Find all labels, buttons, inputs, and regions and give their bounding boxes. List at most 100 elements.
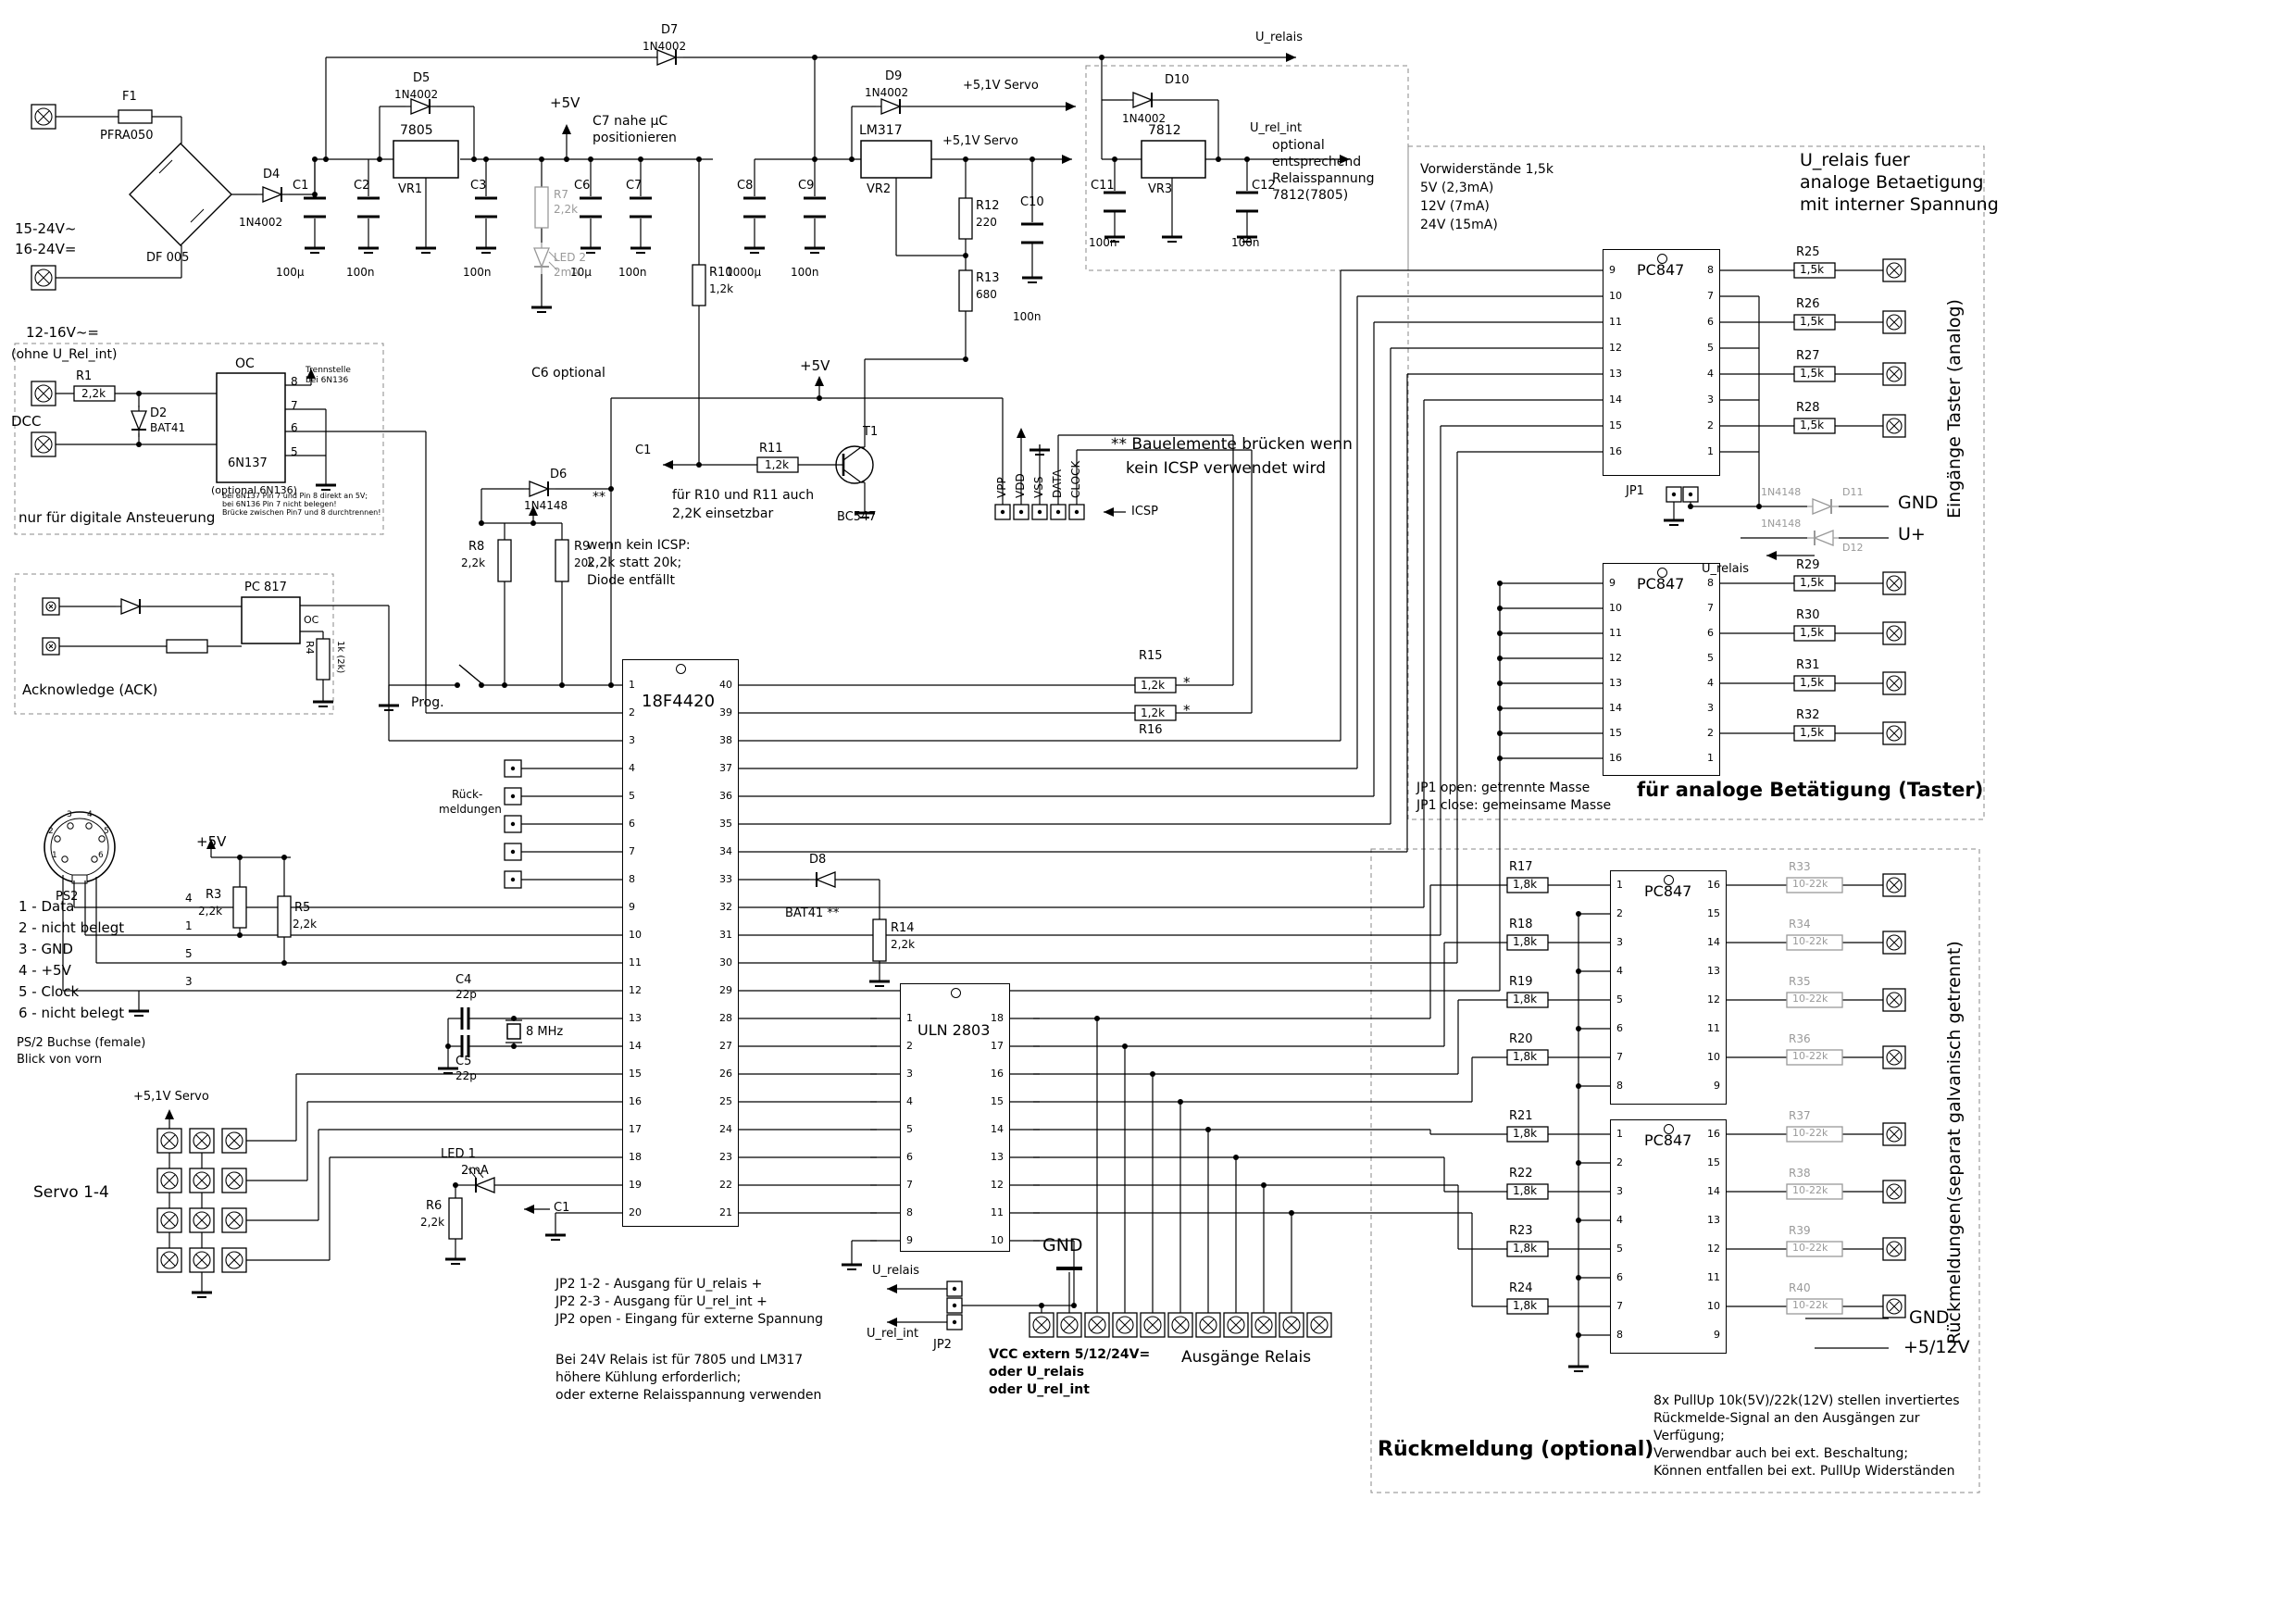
ic-uln2803-pin-3: 3 xyxy=(906,1068,913,1080)
junction-dot xyxy=(696,462,702,468)
ic-pc847-3-pin-6: 6 xyxy=(1616,1022,1623,1034)
ps2-connector-icon xyxy=(44,811,116,884)
arrowhead-icon xyxy=(529,506,538,516)
pin-header-icon xyxy=(1055,509,1061,515)
resistor-symbol xyxy=(1134,677,1177,693)
diode-symbol xyxy=(257,186,289,203)
pin-header-icon xyxy=(1074,509,1079,515)
ic-pc847-1-pin-9: 9 xyxy=(1609,264,1616,276)
junction-dot xyxy=(539,156,544,162)
d2-value: BAT41 xyxy=(150,421,186,434)
r12-value: 220 xyxy=(976,216,997,229)
pin-header-icon xyxy=(510,793,516,799)
screw-terminal-icon xyxy=(228,1214,241,1227)
r9-label: R9 xyxy=(574,540,591,554)
r15-star: * xyxy=(1183,674,1191,691)
ic-pc847-2-pin-12: 12 xyxy=(1609,652,1622,664)
resistor-symbol xyxy=(118,109,153,124)
resistor-symbol xyxy=(497,539,512,582)
c4-label: C4 xyxy=(455,973,472,987)
c12-value: 100n xyxy=(1231,236,1260,249)
r5-label: R5 xyxy=(294,901,311,915)
arrowhead-icon xyxy=(1286,53,1296,62)
junction-dot xyxy=(1497,756,1503,761)
junction-dot xyxy=(588,156,593,162)
screw-terminal-icon xyxy=(228,1174,241,1187)
dashed-group-box xyxy=(14,573,334,715)
rueckmeldung-title: Rückmeldung (optional) xyxy=(1378,1438,1654,1461)
ic-uln2803-pin-11: 11 xyxy=(991,1206,1004,1218)
analog-title: für analoge Betätigung (Taster) xyxy=(1637,779,1984,801)
servo-5v-label: +5,1V Servo xyxy=(133,1090,209,1104)
c8-label: C8 xyxy=(737,179,754,193)
d7-value: 1N4002 xyxy=(643,40,687,53)
c11-value: 100n xyxy=(1089,236,1117,249)
ic-uln2803-pin-1: 1 xyxy=(906,1012,913,1024)
junction-dot xyxy=(1576,968,1581,974)
screw-terminal-icon xyxy=(1889,578,1900,589)
d8-label: D8 xyxy=(809,853,827,867)
bridge-label: DF 005 xyxy=(146,251,190,265)
input-voltage-3: 12-16V~= xyxy=(26,324,99,341)
ic-pc847-2-pin-15: 15 xyxy=(1609,727,1622,739)
screw-terminal-icon xyxy=(1118,1318,1131,1331)
taster-series-r26-label: R26 xyxy=(1796,297,1820,311)
rueck-series-r24-label: R24 xyxy=(1509,1281,1533,1295)
taster-series-r31-value: 1,5k xyxy=(1800,676,1825,689)
plus5v-1: +5V xyxy=(550,94,580,111)
resistor-symbol xyxy=(1786,934,1843,951)
pullup-note-3: Verfügung; xyxy=(1653,1429,1725,1443)
arrowhead-icon xyxy=(887,1318,897,1327)
resistor-symbol xyxy=(1506,1298,1549,1315)
plus5v-2: +5V xyxy=(800,357,830,374)
junction-dot xyxy=(696,156,702,162)
pin-header-icon xyxy=(510,877,516,882)
junction-dot xyxy=(530,520,536,526)
screw-terminal-icon xyxy=(1285,1318,1298,1331)
resistor-symbol xyxy=(692,264,706,306)
ic-18f4420-pin-19: 19 xyxy=(629,1179,642,1191)
pin-header-icon xyxy=(1018,509,1024,515)
ic-pc847-4-pin-16: 16 xyxy=(1707,1128,1720,1140)
junction-dot xyxy=(812,156,817,162)
ic-notch-icon xyxy=(1664,875,1674,885)
ic-uln2803-pin-10: 10 xyxy=(991,1234,1004,1246)
screw-terminal-icon xyxy=(1889,1186,1900,1197)
screw-terminal-icon xyxy=(163,1134,176,1147)
arrowhead-icon xyxy=(562,124,571,134)
ic-pc847-1-pin-6: 6 xyxy=(1707,316,1714,328)
ic-pc847-1-label: PC847 xyxy=(1637,261,1685,279)
rueck-series-r18-label: R18 xyxy=(1509,918,1533,931)
screw-terminal-icon xyxy=(228,1134,241,1147)
ic-18f4420-pin-9: 9 xyxy=(629,901,635,913)
ic-uln2803-pin-8: 8 xyxy=(906,1206,913,1218)
ic-pc847-3-pin-4: 4 xyxy=(1616,965,1623,977)
pullup-r40-value: 10-22k xyxy=(1792,1299,1828,1311)
resistor-symbol xyxy=(1506,1126,1549,1143)
ic-18f4420-pin-33: 33 xyxy=(719,873,732,885)
vorwiderstand-2: 5V (2,3mA) xyxy=(1420,181,1494,195)
led1-value: 2mA xyxy=(461,1164,489,1178)
ic-uln2803-pin-13: 13 xyxy=(991,1151,1004,1163)
plus5v-3: +5V xyxy=(196,833,227,850)
resistor-symbol xyxy=(1793,725,1836,742)
arrowhead-icon xyxy=(306,369,316,379)
junction-dot xyxy=(1178,1099,1183,1105)
relais-note-3: oder externe Relaisspannung verwenden xyxy=(555,1388,822,1403)
pin-header-icon xyxy=(1037,509,1042,515)
ic-pc847-4-pin-8: 8 xyxy=(1616,1329,1623,1341)
resistor-symbol xyxy=(1786,877,1843,893)
oc-pin8: 8 xyxy=(291,375,298,388)
taster-series-r28-label: R28 xyxy=(1796,401,1820,415)
diode-symbol xyxy=(876,98,907,115)
screw-terminal-icon xyxy=(1257,1318,1270,1331)
resistor-symbol xyxy=(1786,1183,1843,1200)
taster-series-r28-value: 1,5k xyxy=(1800,418,1825,431)
resistor-symbol xyxy=(1786,1241,1843,1257)
ic-pc847-1-pin-16: 16 xyxy=(1609,445,1622,457)
xtal-label: 8 MHz xyxy=(526,1025,564,1039)
taster-series-r30-value: 1,5k xyxy=(1800,626,1825,639)
